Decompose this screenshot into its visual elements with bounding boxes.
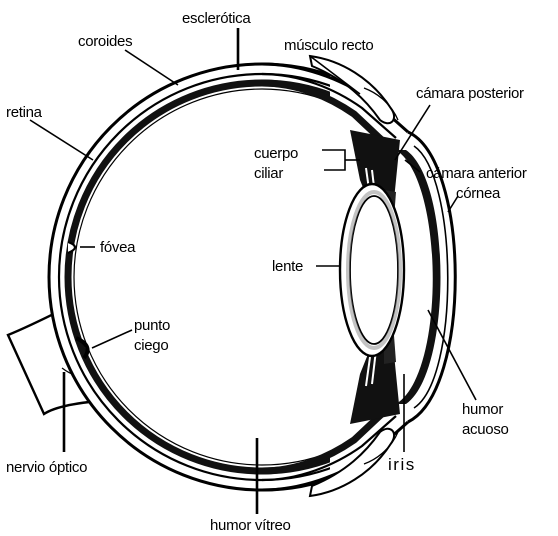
label-retina: retina xyxy=(6,104,43,121)
label-anterior-chamber: cámara anterior xyxy=(426,165,527,182)
label-rectus-muscle: músculo recto xyxy=(284,37,373,54)
label-choroid: coroides xyxy=(78,33,132,50)
label-fovea: fóvea xyxy=(100,239,136,256)
label-optic-nerve: nervio óptico xyxy=(6,459,87,476)
label-ciliary-body-1: cuerpo xyxy=(254,145,298,162)
label-aqueous-humor-1: humor xyxy=(462,401,503,418)
lens xyxy=(350,196,398,344)
label-lens: lente xyxy=(272,258,303,275)
label-vitreous-humor: humor vítreo xyxy=(210,517,291,534)
label-blind-spot-2: ciego xyxy=(134,337,168,354)
label-sclera: esclerótica xyxy=(182,10,251,27)
label-iris: iris xyxy=(388,455,416,474)
label-ciliary-body-2: ciliar xyxy=(254,165,283,182)
label-cornea: córnea xyxy=(456,185,501,202)
label-posterior-chamber: cámara posterior xyxy=(416,85,524,102)
label-blind-spot-1: punto xyxy=(134,317,170,334)
label-aqueous-humor-2: acuoso xyxy=(462,421,509,438)
